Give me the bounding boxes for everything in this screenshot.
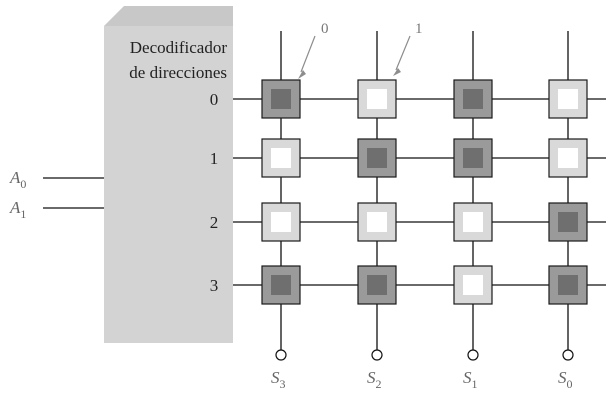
- memory-cell-r0-c1: [357, 79, 397, 119]
- word-lines: [233, 98, 606, 286]
- stored-bit-zero: [558, 212, 578, 232]
- output-label-base: S: [558, 368, 567, 387]
- memory-cell-r2-c0: [261, 202, 301, 242]
- stored-bit-zero: [271, 275, 291, 295]
- memory-cell-r1-c2: [453, 138, 493, 178]
- callout-one: 1: [393, 21, 423, 76]
- stored-bit-one: [271, 212, 291, 232]
- output-label-subscript: 1: [472, 377, 478, 391]
- stored-bit-one: [558, 89, 578, 109]
- decoder-label-line2: de direcciones: [129, 63, 227, 82]
- row-labels: 0 1 2 3: [210, 90, 219, 295]
- stored-bit-one: [558, 148, 578, 168]
- stored-bit-one: [367, 89, 387, 109]
- memory-cell-r0-c2: [453, 79, 493, 119]
- output-terminal: [275, 349, 287, 361]
- decoder-top-bevel: [104, 6, 233, 26]
- output-terminal: [467, 349, 479, 361]
- memory-cell-r1-c1: [357, 138, 397, 178]
- memory-cell-r2-c1: [357, 202, 397, 242]
- memory-cell-r0-c3: [548, 79, 588, 119]
- address-label-a0: A0: [9, 168, 26, 191]
- address-decoder: Decodificador de direcciones: [104, 6, 233, 343]
- output-label: S1: [463, 368, 478, 391]
- stored-bit-zero: [271, 89, 291, 109]
- memory-cell-r3-c2: [453, 265, 493, 305]
- callout-zero: 0: [298, 21, 329, 79]
- output-terminal: [562, 349, 574, 361]
- callout-zero-arrow-head: [298, 70, 306, 79]
- output-label-subscript: 2: [376, 377, 382, 391]
- memory-cells: [261, 79, 588, 305]
- address-input-a1: A1: [9, 198, 104, 221]
- output-s1: S1: [463, 349, 479, 391]
- stored-bit-zero: [558, 275, 578, 295]
- bit-lines: [280, 31, 569, 350]
- row-label-1: 1: [210, 149, 219, 168]
- output-label-subscript: 3: [280, 377, 286, 391]
- address-label-a1: A1: [9, 198, 26, 221]
- output-label-subscript: 0: [567, 377, 573, 391]
- memory-cell-r3-c3: [548, 265, 588, 305]
- callout-one-label: 1: [415, 21, 423, 37]
- memory-cell-r2-c3: [548, 202, 588, 242]
- output-label: S0: [558, 368, 573, 391]
- memory-cell-r0-c0: [261, 79, 301, 119]
- output-s0: S0: [558, 349, 574, 391]
- stored-bit-one: [271, 148, 291, 168]
- stored-bit-zero: [367, 148, 387, 168]
- memory-cell-r1-c0: [261, 138, 301, 178]
- address-input-a0: A0: [9, 168, 104, 191]
- callout-zero-label: 0: [321, 21, 329, 37]
- stored-bit-zero: [463, 148, 483, 168]
- output-label-base: S: [271, 368, 280, 387]
- stored-bit-zero: [463, 89, 483, 109]
- stored-bit-one: [463, 212, 483, 232]
- memory-cell-r2-c2: [453, 202, 493, 242]
- callout-one-arrow-line: [395, 35, 411, 71]
- memory-cell-r1-c3: [548, 138, 588, 178]
- callout-zero-arrow-line: [300, 35, 316, 73]
- callout-one-arrow-head: [393, 68, 401, 76]
- output-label-base: S: [463, 368, 472, 387]
- decoder-block: [104, 26, 233, 343]
- output-s3: S3: [271, 349, 287, 391]
- memory-cell-frame: [357, 138, 397, 178]
- stored-bit-one: [367, 212, 387, 232]
- stored-bit-one: [463, 275, 483, 295]
- output-label: S3: [271, 368, 286, 391]
- row-label-0: 0: [210, 90, 219, 109]
- output-label: S2: [367, 368, 382, 391]
- output-s2: S2: [367, 349, 383, 391]
- memory-cell-r3-c1: [357, 265, 397, 305]
- output-terminal: [371, 349, 383, 361]
- decoder-label-line1: Decodificador: [130, 38, 228, 57]
- row-label-3: 3: [210, 276, 219, 295]
- memory-cell-r3-c0: [261, 265, 301, 305]
- row-label-2: 2: [210, 213, 219, 232]
- stored-bit-zero: [367, 275, 387, 295]
- output-label-base: S: [367, 368, 376, 387]
